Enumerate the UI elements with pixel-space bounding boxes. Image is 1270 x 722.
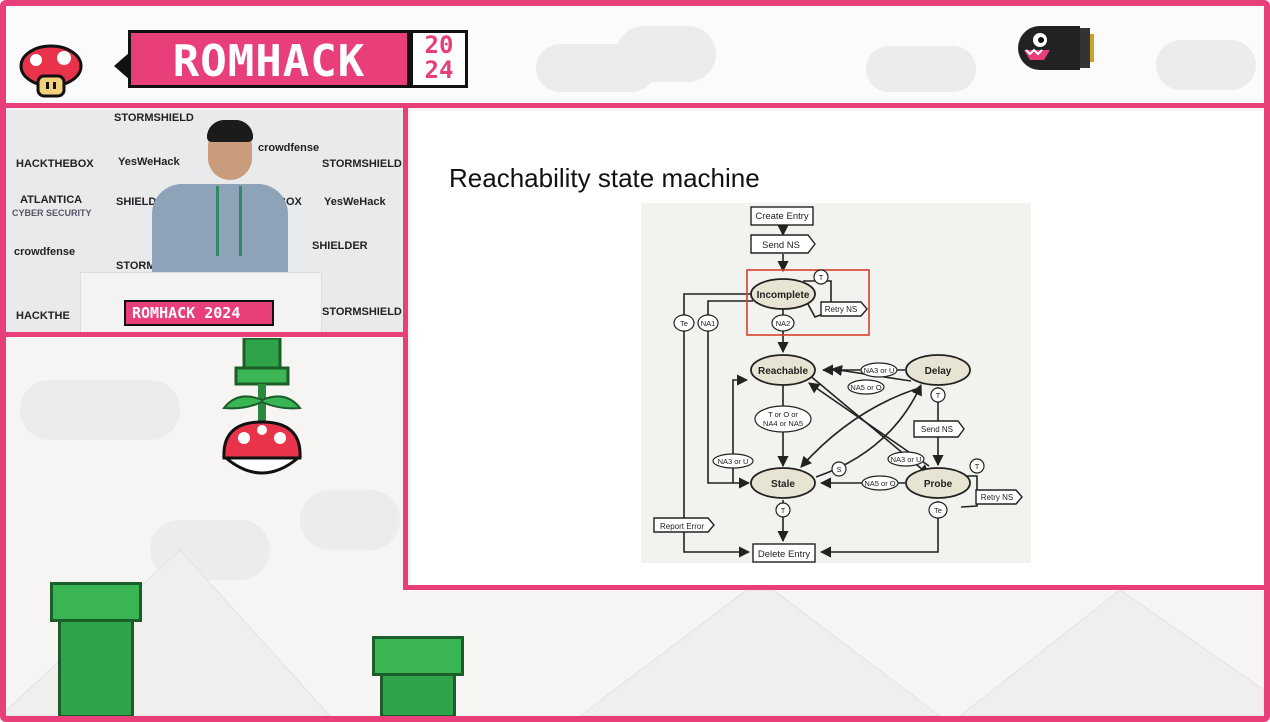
sponsor-logo: STORMSHIELD xyxy=(322,158,402,170)
edge-label: T xyxy=(975,462,980,471)
cloud-decoration xyxy=(20,380,180,440)
pipe-decoration xyxy=(50,582,142,622)
cloud-decoration xyxy=(616,26,716,82)
logo-year: 20 24 xyxy=(410,30,468,88)
sponsor-logo: YesWeHack xyxy=(324,196,386,208)
create-entry-box: Create Entry xyxy=(755,211,809,222)
piranha-plant-icon xyxy=(218,336,306,489)
sponsor-logo: ATLANTICA xyxy=(20,194,83,206)
sponsor-logo: STORMSHIELD xyxy=(322,306,402,318)
state-incomplete: Incomplete xyxy=(757,290,810,301)
diagram-background xyxy=(641,203,1031,563)
edge-label: S xyxy=(836,465,841,474)
mushroom-icon xyxy=(18,44,84,105)
edge-label: NA5 or O xyxy=(850,383,881,392)
logo-text: ROMHACK xyxy=(128,30,410,88)
edge-label: Te xyxy=(680,319,688,328)
sponsor-logo: CYBER SECURITY xyxy=(12,208,92,218)
edge-label: NA5 or O xyxy=(864,479,895,488)
logo-year-top: 20 xyxy=(424,31,454,59)
lanyard xyxy=(216,186,242,256)
sponsor-logo: YesWeHack xyxy=(118,156,180,168)
sponsor-logo: HACKTHEBOX xyxy=(16,158,94,170)
state-machine-diagram: Create Entry Send NS Retry NS Send NS Re… xyxy=(641,203,1031,563)
speaker-body xyxy=(152,184,288,284)
sponsor-logo: crowdfense xyxy=(258,142,320,154)
state-stale: Stale xyxy=(771,479,795,490)
edge-label: T xyxy=(936,391,941,400)
divider xyxy=(406,585,1264,590)
retry-ns-box: Retry NS xyxy=(825,305,857,314)
state-delay: Delay xyxy=(925,366,952,377)
header-banner: ROMHACK 20 24 xyxy=(6,6,1264,104)
sponsor-logo: SHIELDER xyxy=(312,240,368,252)
state-reachable: Reachable xyxy=(758,366,808,377)
edge-label: T xyxy=(819,273,824,282)
retry-ns-box: Retry NS xyxy=(981,493,1013,502)
edge-label: NA2 xyxy=(776,319,791,328)
send-ns-box: Send NS xyxy=(762,240,800,251)
logo-year-bottom: 24 xyxy=(424,56,454,84)
edge-label: T xyxy=(781,506,786,515)
sponsor-logo: crowdfense xyxy=(14,246,76,258)
send-ns-box: Send NS xyxy=(921,425,953,434)
divider xyxy=(6,103,1264,108)
cloud-decoration xyxy=(300,490,400,550)
sponsor-logo: STORMSHIELD xyxy=(114,112,194,124)
pipe-decoration xyxy=(380,672,456,718)
edge-label: NA4 or NA5 xyxy=(763,419,803,428)
delete-entry-box: Delete Entry xyxy=(758,549,811,560)
sponsor-logo: HACKTHE xyxy=(16,310,70,322)
pipe-decoration xyxy=(58,618,134,718)
speaker-hair xyxy=(207,120,253,142)
edge-label: NA3 or U xyxy=(891,455,922,464)
divider xyxy=(6,332,406,337)
divider xyxy=(403,108,408,590)
slide-title: Reachability state machine xyxy=(449,163,760,193)
pipe-decoration xyxy=(372,636,464,676)
edge-label: NA1 xyxy=(701,319,716,328)
cloud-decoration xyxy=(866,46,976,92)
podium-logo: ROMHACK 2024 xyxy=(124,300,274,326)
state-probe: Probe xyxy=(924,479,953,490)
edge-label: NA3 or U xyxy=(864,366,895,375)
highlight-box xyxy=(746,269,870,336)
edge-label: Te xyxy=(934,506,942,515)
bullet-bill-icon xyxy=(1010,20,1106,81)
edge-label: NA3 or U xyxy=(718,457,749,466)
presentation-slide: Reachability state machine xyxy=(411,111,1264,586)
edge-label: T or O or xyxy=(768,410,798,419)
romhack-logo: ROMHACK 20 24 xyxy=(114,28,468,90)
report-error-box: Report Error xyxy=(660,522,704,531)
cloud-decoration xyxy=(1156,40,1256,90)
